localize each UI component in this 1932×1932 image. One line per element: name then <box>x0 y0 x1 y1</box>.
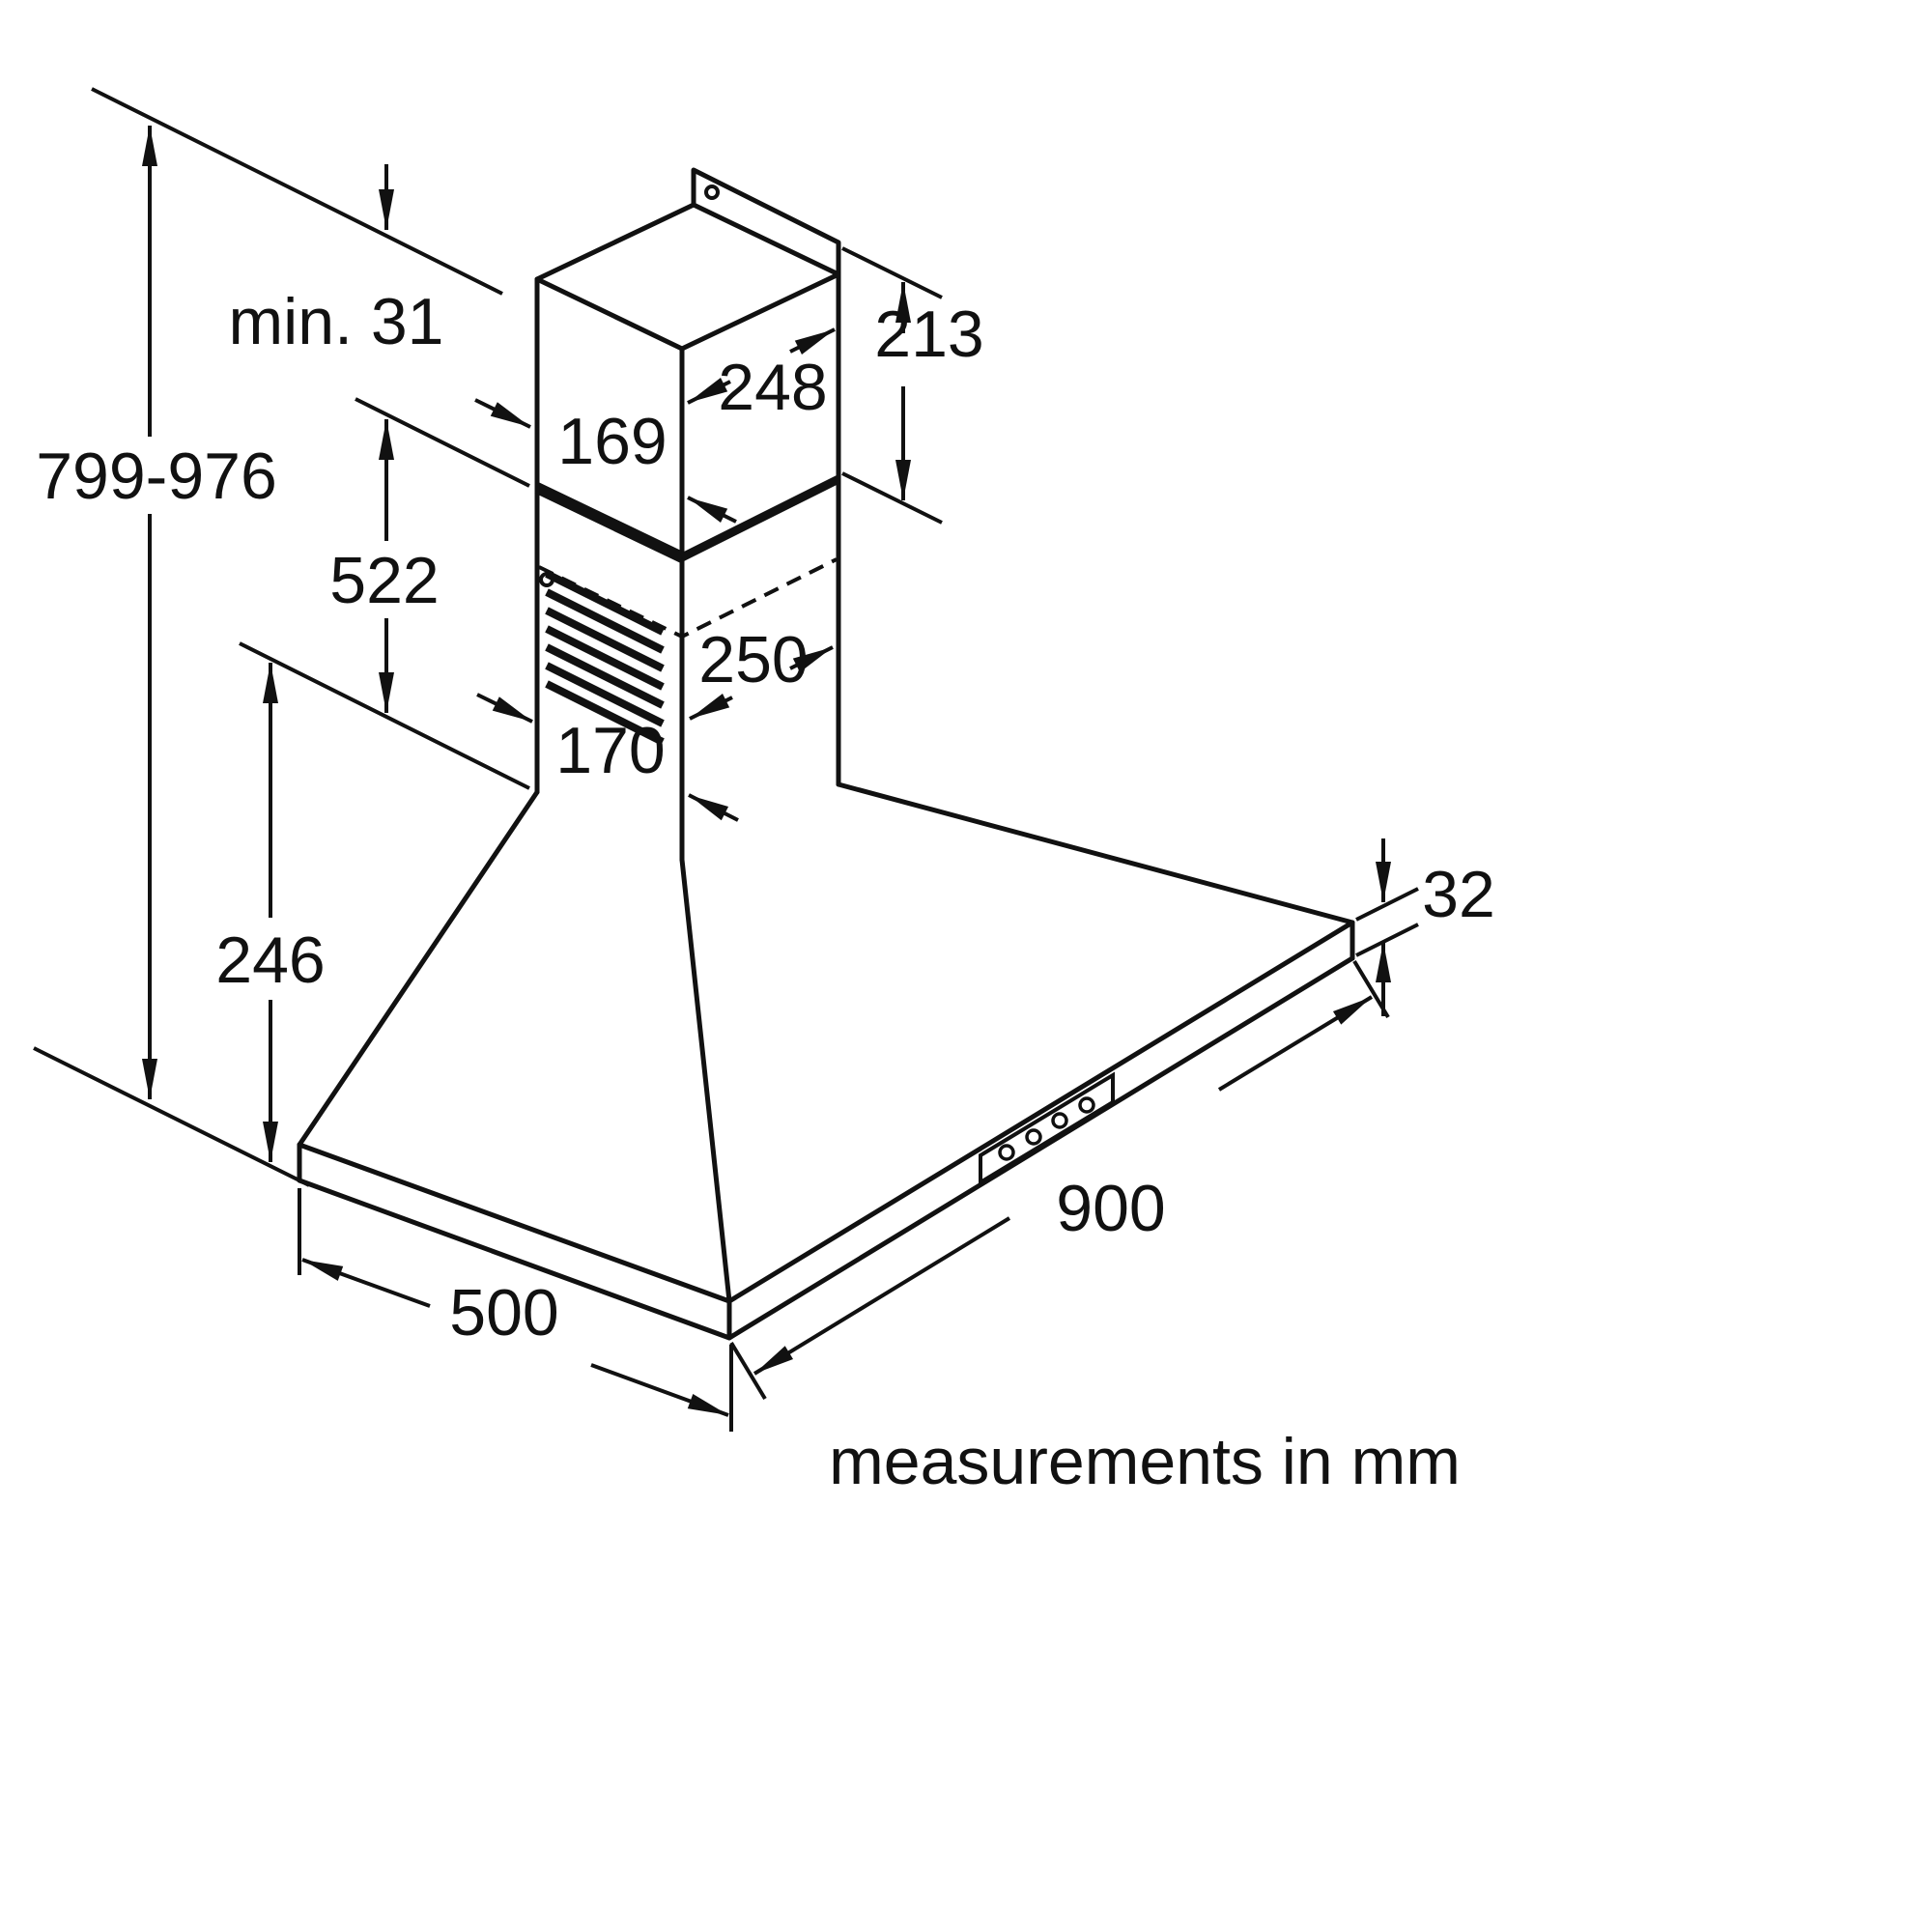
dim-arrow <box>476 693 533 724</box>
dim-hood-width: 900 <box>729 959 1390 1401</box>
control-panel <box>979 1071 1115 1186</box>
control-button-icon <box>1078 1096 1095 1114</box>
grille-slat <box>545 662 665 727</box>
grille-slat <box>545 680 665 746</box>
control-panel-outline <box>979 1071 1115 1186</box>
canopy-left-edge <box>297 789 540 1148</box>
upper-duct-top-rim <box>534 202 841 352</box>
ventilation-grille <box>545 570 665 746</box>
extension-line <box>1355 923 1419 957</box>
dim-total-height-label: 799-976 <box>36 440 277 513</box>
dim-lower-duct-depth: 250 <box>689 623 834 721</box>
canopy-pyramid <box>297 781 1355 1304</box>
dim-upper-duct-depth: 248 <box>687 327 836 424</box>
dim-arrow <box>688 793 739 822</box>
dim-arrow <box>789 327 836 355</box>
extension-line <box>239 641 530 790</box>
dim-upper-duct-height: 213 <box>841 246 984 525</box>
dim-arrow <box>687 378 731 405</box>
dim-arrow <box>590 1363 729 1417</box>
dim-min-clearance: min. 31 <box>229 164 444 358</box>
chimney-upper-section <box>534 167 841 863</box>
grille-slat <box>545 607 665 672</box>
dim-arrow <box>687 496 737 524</box>
dim-lower-duct-height: 522 <box>239 397 530 790</box>
dim-arrow <box>301 1258 431 1308</box>
duct-joint-left <box>534 482 685 563</box>
dim-upper-duct-depth-label: 248 <box>718 351 827 424</box>
canopy-right-edge <box>836 781 1355 925</box>
grille-slat <box>545 643 665 709</box>
extension-line <box>355 397 530 488</box>
dim-upper-duct-width-label: 169 <box>557 405 667 478</box>
dim-arrow <box>753 1216 1011 1376</box>
dim-upper-duct-height-label: 213 <box>874 298 983 371</box>
dim-lower-duct-width-label: 170 <box>555 714 665 787</box>
grille-slat <box>545 588 665 654</box>
extension-line <box>841 471 943 525</box>
dim-arrow <box>474 398 531 429</box>
chimney-lower-section <box>534 474 841 746</box>
control-button-icon <box>1051 1112 1068 1129</box>
base-top-edges <box>297 920 1355 1304</box>
dim-min-clearance-label: min. 31 <box>229 285 444 358</box>
dim-base-thickness-label: 32 <box>1422 858 1495 931</box>
dim-upper-duct-width: 169 <box>474 398 737 524</box>
dim-hood-width-label: 900 <box>1056 1172 1165 1245</box>
dim-arrow <box>789 645 834 672</box>
dim-base-thickness: 32 <box>1355 838 1495 1016</box>
extension-line <box>1352 959 1390 1019</box>
dim-canopy-height-label: 246 <box>215 923 325 997</box>
mounting-hole-icon <box>704 185 720 200</box>
dim-lower-duct-depth-label: 250 <box>698 623 808 696</box>
dim-canopy-height: 246 <box>215 663 326 1162</box>
reference-line-top <box>91 87 503 296</box>
grille-slat <box>545 625 665 691</box>
dim-arrow <box>689 694 733 721</box>
extension-line <box>841 246 943 299</box>
control-button-icon <box>1025 1128 1042 1146</box>
extension-line <box>1355 887 1419 922</box>
dim-lower-duct-width: 170 <box>476 693 739 822</box>
control-button-icon <box>998 1144 1015 1161</box>
dim-total-height: 799-976 <box>33 87 503 1187</box>
reference-line-bottom <box>33 1046 310 1187</box>
canopy-front-edge <box>679 857 732 1304</box>
units-caption: measurements in mm <box>829 1425 1461 1498</box>
dim-hood-depth-label: 500 <box>449 1276 558 1350</box>
duct-joint-right <box>679 474 841 562</box>
grille-slat <box>545 570 665 636</box>
rear-mounting-panel <box>691 167 841 277</box>
extension-line <box>729 1341 767 1401</box>
dim-arrow <box>1217 995 1374 1092</box>
dim-hood-depth: 500 <box>298 1188 733 1432</box>
base-plate <box>297 920 1355 1341</box>
dim-lower-duct-height-label: 522 <box>329 544 439 617</box>
